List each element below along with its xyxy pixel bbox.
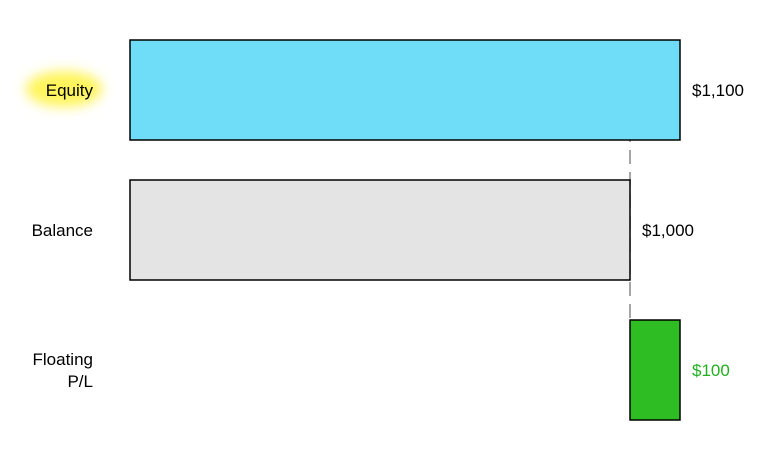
bar-equity xyxy=(129,39,681,141)
value-label-equity: $1,100 xyxy=(692,81,744,100)
category-label-equity: Equity xyxy=(46,81,94,100)
bar-balance xyxy=(129,179,631,281)
bar-floating-p-l xyxy=(629,319,681,421)
value-label-balance: $1,000 xyxy=(642,221,694,240)
category-highlight xyxy=(26,71,102,107)
value-label-floating-p-l: $100 xyxy=(692,361,730,380)
category-label-balance: Balance xyxy=(32,221,93,240)
